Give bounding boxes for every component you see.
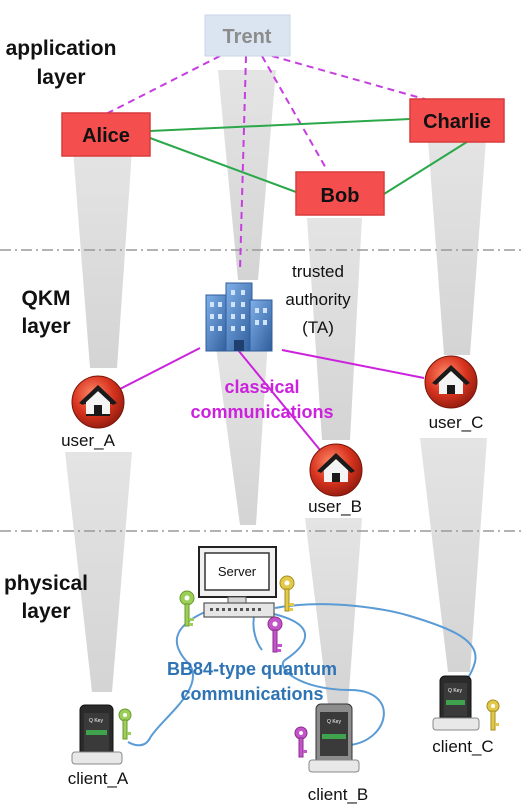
funnel-1-bottom <box>65 452 132 692</box>
ta-label-line-1: trusted <box>292 262 344 281</box>
classical-label-line-1: classical <box>224 377 299 397</box>
client-a-label: client_A <box>68 769 129 788</box>
funnel-2-top <box>218 70 276 280</box>
client-b-label: client_B <box>308 785 368 804</box>
svg-text:Q Key: Q Key <box>448 688 462 694</box>
charlie-node: Charlie <box>409 98 505 143</box>
peer-green-links <box>149 118 471 195</box>
ta-label-line-2: authority <box>285 290 351 309</box>
trent-label: Trent <box>223 26 272 48</box>
user-a-label: user_A <box>61 431 116 450</box>
charlie-label: Charlie <box>423 111 491 133</box>
bob-node: Bob <box>295 171 385 216</box>
trent-dashed-links <box>103 55 436 271</box>
layer-label-qkm: QKM <box>22 287 71 310</box>
key-yellow-server-icon <box>279 575 295 612</box>
user-c-label: user_C <box>429 413 484 432</box>
classical-label-line-2: communications <box>190 402 333 422</box>
layer-label-application-2: layer <box>36 66 85 89</box>
quantum-label-line-2: communications <box>180 684 323 704</box>
key-purple-client-b-icon <box>294 726 308 758</box>
client-c-phone-icon: Q Key <box>432 675 480 731</box>
alice-node: Alice <box>61 112 151 157</box>
layer-label-physical: physical <box>4 572 88 595</box>
funnel-2-bottom <box>215 340 268 525</box>
funnel-4-bottom <box>420 438 487 672</box>
server-computer-icon: Server <box>198 546 277 618</box>
layer-label-application: application <box>6 37 117 60</box>
key-purple-server-icon <box>267 616 283 653</box>
svg-text:Q Key: Q Key <box>327 719 341 725</box>
user-b-home-icon <box>309 443 363 497</box>
trusted-authority-building-icon <box>205 282 273 352</box>
funnel-3-bottom <box>305 518 362 705</box>
layer-label-physical-2: layer <box>21 600 70 623</box>
user-a-home-icon <box>71 375 125 429</box>
key-green-client-a-icon <box>118 708 132 740</box>
funnel-3-top <box>307 218 362 440</box>
funnels <box>65 70 487 705</box>
user-b-label: user_B <box>308 497 362 516</box>
client-b-phone-icon: Q Key <box>308 703 360 773</box>
trent-node: Trent <box>204 14 291 57</box>
server-label: Server <box>218 564 257 579</box>
bob-label: Bob <box>321 185 360 207</box>
funnel-1-top <box>73 150 132 368</box>
key-yellow-client-c-icon <box>486 699 500 731</box>
user-c-home-icon <box>424 355 478 409</box>
client-a-phone-icon: Q Key <box>71 704 123 765</box>
funnel-4-top <box>428 140 486 355</box>
quantum-label-line-1: BB84-type quantum <box>167 659 337 679</box>
alice-label: Alice <box>82 125 130 147</box>
classical-links <box>117 347 425 451</box>
client-c-label: client_C <box>432 737 493 756</box>
key-green-server-icon <box>179 590 195 627</box>
layer-label-qkm-2: layer <box>21 315 70 338</box>
ta-label-line-3: (TA) <box>302 318 334 337</box>
svg-text:Q Key: Q Key <box>89 718 103 724</box>
